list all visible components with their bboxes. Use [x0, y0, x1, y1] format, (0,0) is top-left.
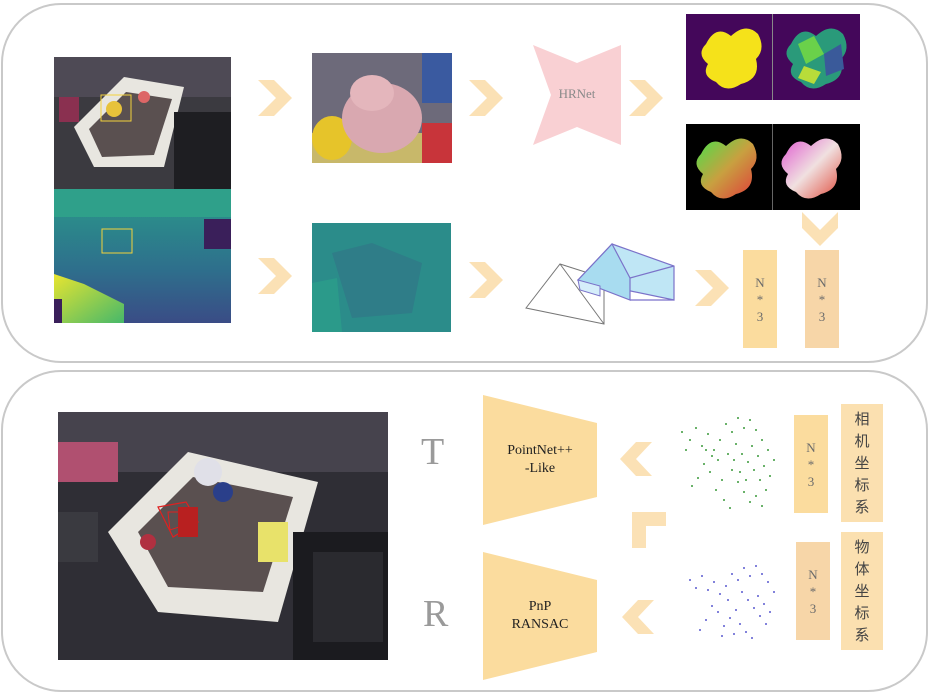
object-frame-char: 坐	[854, 582, 870, 600]
n-by-3-box-right: N * 3	[805, 250, 839, 348]
pnp-ransac-block	[483, 552, 597, 680]
arrow-right-icon	[258, 258, 292, 294]
arrow-down-icon	[802, 212, 838, 246]
object-frame-char: 体	[854, 560, 870, 578]
arrow-right-icon	[695, 270, 729, 306]
camera-frame-char: 机	[854, 432, 870, 450]
arrow-right-icon	[469, 80, 503, 116]
n-box-char: *	[807, 456, 815, 472]
pointnet-label: PointNet++ -Like	[483, 442, 597, 478]
object-frame-label: 物 体 坐 标 系	[841, 532, 883, 650]
object-frame-char: 系	[854, 626, 870, 644]
coordinate-map-image	[686, 124, 860, 210]
n-box-char: *	[809, 583, 817, 599]
camera-frame-char: 系	[854, 498, 870, 516]
object-frame-char: 物	[854, 538, 870, 556]
camera-frame-label: 相 机 坐 标 系	[841, 404, 883, 522]
arrow-right-icon	[629, 80, 663, 116]
hrnet-label: HRNet	[558, 86, 596, 101]
depth-crop-image	[312, 223, 451, 332]
object-n-by-3-box: N * 3	[796, 542, 830, 640]
object-point-cloud	[689, 565, 775, 639]
arrow-left-icon	[620, 442, 652, 476]
arrow-left-icon	[622, 600, 654, 634]
depth-image	[54, 189, 231, 323]
arrow-right-icon	[469, 262, 503, 298]
camera-frame-char: 相	[854, 410, 870, 428]
camera-frame-char: 坐	[854, 454, 870, 472]
n-box-char: *	[818, 291, 826, 307]
n-box-char: 3	[756, 308, 764, 324]
n-by-3-box-left: N * 3	[743, 250, 777, 348]
result-scene-image	[58, 412, 388, 660]
n-box-char: N	[817, 274, 827, 290]
n-box-char: 3	[809, 600, 817, 616]
pointnet-label-line: -Like	[524, 461, 556, 476]
pointnet-label-line: PointNet++	[507, 443, 573, 458]
translation-letter: T	[421, 431, 445, 473]
arrow-right-icon	[258, 80, 292, 116]
n-box-char: N	[806, 439, 816, 455]
hrnet-block	[533, 45, 621, 145]
object-frame-char: 标	[854, 604, 870, 622]
n-box-char: N	[808, 566, 818, 582]
pointnet-block	[483, 395, 597, 525]
camera-frame-char: 标	[854, 476, 870, 494]
camera-n-by-3-box: N * 3	[794, 415, 828, 513]
camera-frustum-diagram	[525, 242, 675, 325]
pnp-ransac-label: PnP RANSAC	[483, 598, 597, 634]
n-box-char: 3	[818, 308, 826, 324]
rotation-letter: R	[423, 593, 449, 635]
arrow-up-left-icon	[632, 512, 666, 548]
n-box-char: 3	[807, 473, 815, 489]
camera-point-cloud	[681, 417, 775, 509]
pnp-label-line: RANSAC	[511, 617, 569, 632]
rgb-scene-image	[54, 57, 231, 189]
n-box-char: N	[755, 274, 765, 290]
pnp-label-line: PnP	[528, 599, 552, 614]
mask-output-image	[686, 14, 860, 100]
rgb-crop-image	[312, 53, 452, 163]
n-box-char: *	[756, 291, 764, 307]
